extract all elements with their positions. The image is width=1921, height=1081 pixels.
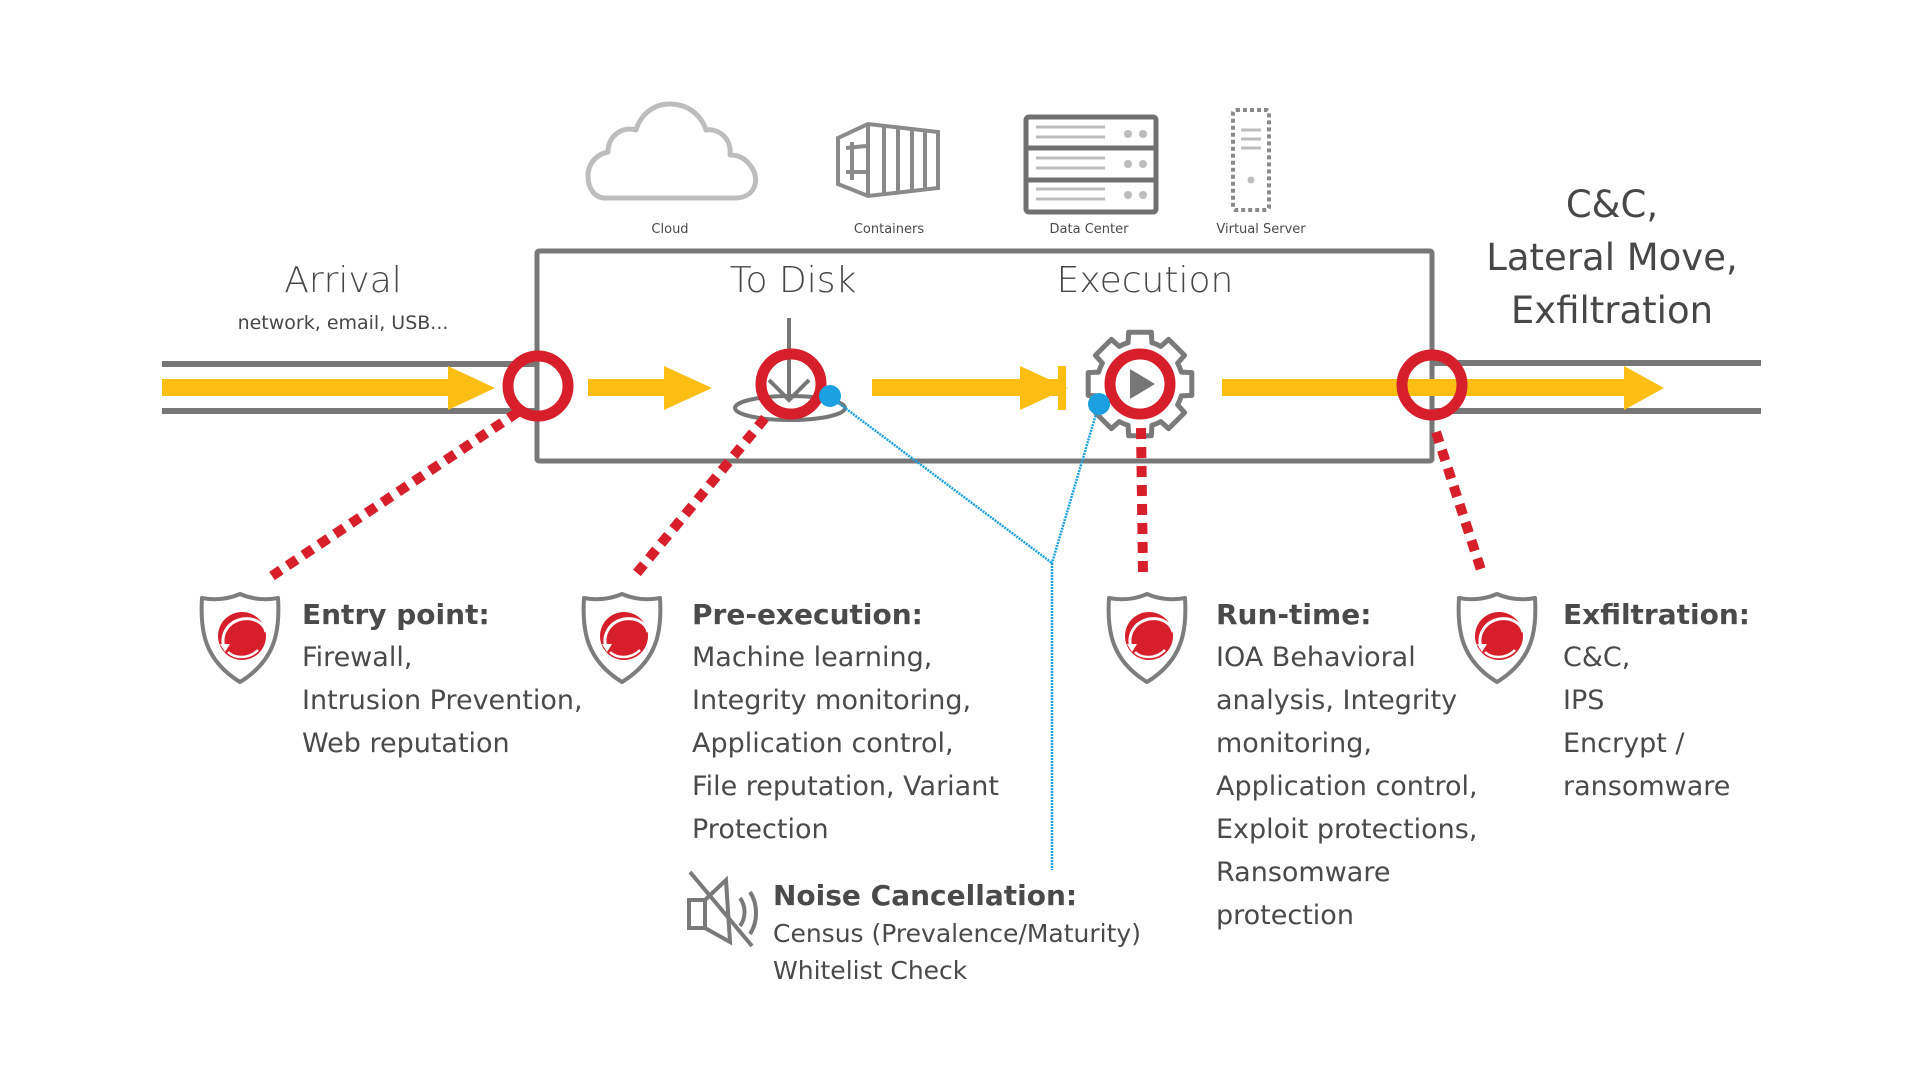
protection-item: Encrypt / bbox=[1563, 728, 1685, 759]
protection-block-pre-execution: Pre-execution: Machine learning, Integri… bbox=[692, 593, 999, 851]
protection-title: Pre-execution: bbox=[692, 598, 923, 631]
runtime-connector bbox=[1136, 427, 1148, 574]
virtual-server-icon bbox=[1231, 108, 1271, 212]
exfiltration-connector bbox=[1431, 430, 1488, 578]
env-label-virtual-server: Virtual Server bbox=[1216, 222, 1306, 237]
protection-item: Application control, bbox=[692, 728, 954, 759]
protection-title: Exfiltration: bbox=[1563, 598, 1750, 631]
stage-subtitle-arrival: network, email, USB... bbox=[237, 312, 449, 334]
cloud-icon bbox=[585, 101, 759, 201]
protection-item: C&C, bbox=[1563, 642, 1631, 673]
checkpoint-connectors bbox=[269, 407, 1488, 581]
inbound-pipe bbox=[162, 361, 536, 414]
shield-icon-entry bbox=[199, 592, 281, 684]
container-icon bbox=[836, 121, 940, 199]
protection-item: File reputation, Variant bbox=[692, 771, 999, 802]
flow-arrow-to-disk bbox=[588, 366, 712, 410]
protection-item: Ransomware bbox=[1216, 857, 1391, 888]
execution-connector-dot bbox=[1088, 393, 1110, 415]
protection-item: Intrusion Prevention, bbox=[302, 685, 583, 716]
exit-title-line: Lateral Move, bbox=[1486, 236, 1738, 279]
noise-cancellation-title: Noise Cancellation: bbox=[773, 879, 1078, 912]
flow-arrow-arrival bbox=[162, 366, 495, 410]
flow-arrow-exit bbox=[1222, 366, 1664, 410]
protection-item: IPS bbox=[1563, 685, 1605, 716]
entry-connector bbox=[269, 407, 521, 581]
protection-item: ransomware bbox=[1563, 771, 1731, 802]
stage-title-exit: C&C, Lateral Move, Exfiltration bbox=[1462, 178, 1762, 337]
protection-item: Application control, bbox=[1216, 771, 1478, 802]
shield-icon-runtime bbox=[1106, 592, 1188, 684]
stage-title-arrival: Arrival bbox=[284, 260, 402, 301]
exit-checkpoint bbox=[1396, 349, 1468, 421]
protection-item: Exploit protections, bbox=[1216, 814, 1478, 845]
entry-checkpoint bbox=[502, 350, 574, 422]
protection-item: Integrity monitoring, bbox=[692, 685, 972, 716]
noise-cancellation-block: Noise Cancellation: Census (Prevalence/M… bbox=[773, 877, 1141, 989]
to-disk-checkpoint bbox=[755, 348, 827, 420]
noise-cancellation-item: Census (Prevalence/Maturity) bbox=[773, 919, 1141, 948]
to-disk-connector-dot bbox=[819, 385, 841, 407]
endpoint-boundary-box bbox=[534, 248, 1435, 464]
gear-execution-icon bbox=[1085, 329, 1195, 439]
protection-item: analysis, Integrity bbox=[1216, 685, 1458, 716]
stage-title-to-disk: To Disk bbox=[729, 260, 857, 301]
protection-item: Machine learning, bbox=[692, 642, 933, 673]
stage-title-execution: Execution bbox=[1056, 260, 1234, 301]
protection-block-run-time: Run-time: IOA Behavioral analysis, Integ… bbox=[1216, 593, 1478, 937]
protection-item: Protection bbox=[692, 814, 829, 845]
protection-title: Run-time: bbox=[1216, 598, 1372, 631]
env-label-containers: Containers bbox=[853, 222, 925, 237]
protection-item: Web reputation bbox=[302, 728, 510, 759]
exit-title-line: Exfiltration bbox=[1510, 289, 1714, 332]
noise-cancellation-connectors bbox=[828, 394, 1101, 870]
env-label-data-center: Data Center bbox=[1049, 222, 1129, 237]
pre-execution-connector bbox=[632, 414, 769, 578]
flow-arrow-execution bbox=[872, 366, 1068, 410]
protection-item: IOA Behavioral bbox=[1216, 642, 1416, 673]
protection-item: protection bbox=[1216, 900, 1354, 931]
noise-cancellation-item: Whitelist Check bbox=[773, 956, 968, 985]
checkpoints bbox=[502, 348, 1468, 422]
exit-title-line: C&C, bbox=[1565, 183, 1659, 226]
server-rack-icon bbox=[1023, 114, 1159, 215]
protection-title: Entry point: bbox=[302, 598, 490, 631]
protection-block-exfiltration: Exfiltration: C&C, IPS Encrypt / ransomw… bbox=[1563, 593, 1750, 808]
outbound-pipe bbox=[1432, 360, 1761, 414]
protection-item: monitoring, bbox=[1216, 728, 1372, 759]
protection-block-entry-point: Entry point: Firewall, Intrusion Prevent… bbox=[302, 593, 583, 765]
shield-icon-pre-execution bbox=[581, 592, 663, 684]
protection-item: Firewall, bbox=[302, 642, 413, 673]
execution-checkpoint bbox=[1104, 348, 1176, 420]
mute-speaker-icon bbox=[687, 870, 758, 948]
flow-arrows bbox=[162, 366, 1664, 410]
env-label-cloud: Cloud bbox=[651, 222, 689, 237]
